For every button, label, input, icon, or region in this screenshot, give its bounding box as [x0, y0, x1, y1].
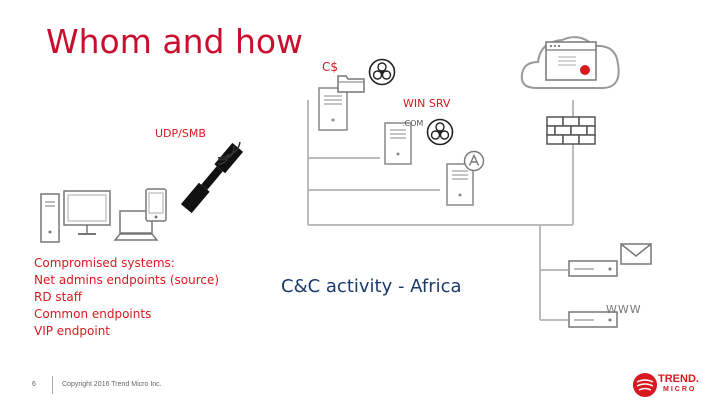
brand-name: TREND.	[658, 373, 699, 385]
list-item: Common endpoints	[34, 307, 152, 321]
page-number: 6	[32, 381, 36, 388]
tablet-icon	[145, 188, 167, 222]
cloud-icon	[520, 36, 620, 89]
server-icon	[446, 163, 474, 206]
trend-micro-logo-icon	[633, 373, 657, 397]
compromised-systems-list: Compromised systems: Net admins endpoint…	[34, 255, 219, 340]
server-icon	[318, 87, 348, 131]
brand-sub: MICRO	[663, 386, 697, 393]
satellite-icon	[180, 141, 244, 214]
www-label: WWW	[606, 303, 642, 316]
folder-icon	[337, 75, 365, 93]
server-icon	[568, 260, 618, 277]
biohazard-icon	[426, 118, 454, 146]
biohazard-icon	[368, 58, 396, 86]
copyright-text: Copyright 2016 Trend Micro Inc.	[62, 381, 162, 388]
server-icon	[568, 311, 618, 328]
list-item: Net admins endpoints (source)	[34, 273, 220, 287]
server-icon	[384, 122, 412, 165]
desktop-icon	[40, 190, 111, 243]
share-label: C$	[322, 60, 339, 74]
compromised-heading: Compromised systems:	[34, 256, 175, 270]
laptop-icon	[113, 210, 159, 241]
win-srv-label: WIN SRV	[403, 97, 451, 110]
udp-smb-label: UDP/SMB	[155, 127, 206, 140]
list-item: RD staff	[34, 290, 82, 304]
footer-divider	[52, 376, 53, 394]
list-item: VIP endpoint	[34, 324, 111, 338]
mail-icon	[620, 243, 652, 265]
app-badge-icon	[463, 150, 485, 172]
firewall-icon	[546, 116, 596, 145]
page-title: Whom and how	[46, 22, 304, 61]
com-label: .COM	[402, 119, 424, 128]
cc-activity-label: C&C activity - Africa	[281, 276, 462, 297]
